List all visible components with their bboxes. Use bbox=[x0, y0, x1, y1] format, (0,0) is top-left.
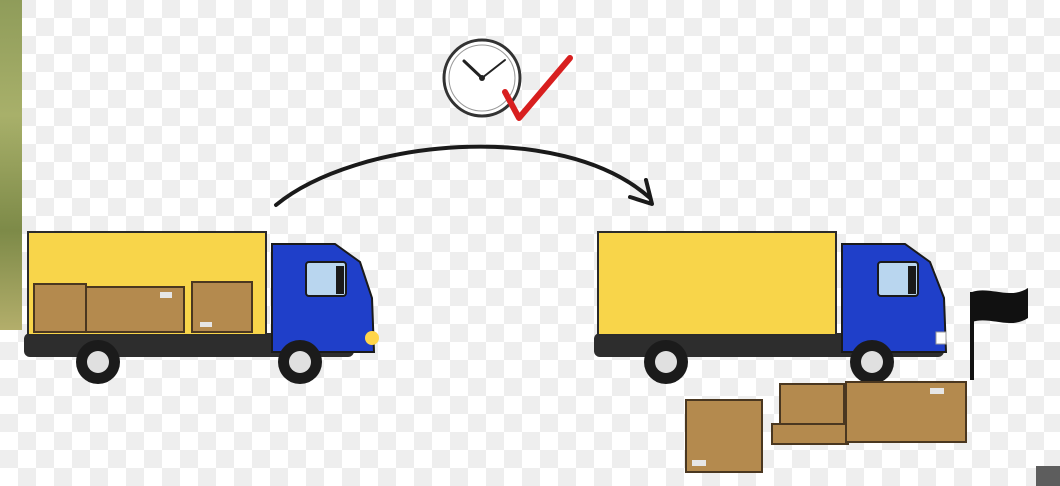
truck-loaded-icon bbox=[24, 232, 379, 384]
truck-unloaded-icon bbox=[594, 232, 946, 384]
box-icon bbox=[686, 382, 966, 472]
flag-icon bbox=[972, 288, 1028, 380]
box-icon bbox=[34, 282, 252, 332]
arrow-icon bbox=[276, 147, 652, 205]
corner-badge bbox=[1036, 466, 1060, 486]
